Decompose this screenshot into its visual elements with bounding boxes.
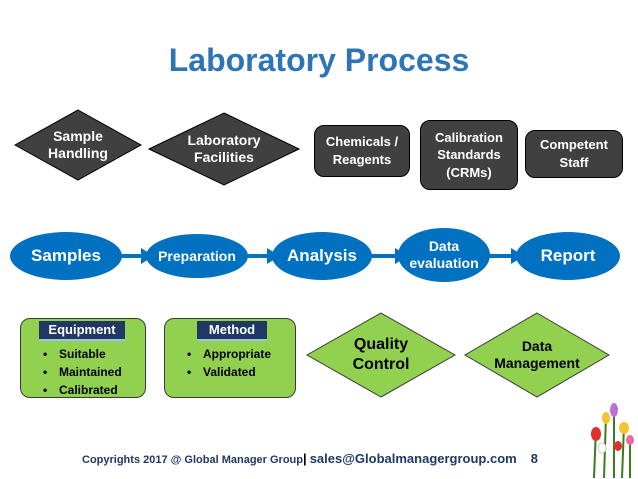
method-heading: Method — [197, 321, 267, 341]
analysis-node: Analysis — [272, 232, 372, 280]
page-number: 8 — [530, 451, 538, 466]
list-item: Suitable — [43, 345, 122, 363]
data-management-diamond: Data Management — [464, 312, 610, 398]
data-evaluation-node: Data evaluation — [398, 228, 490, 282]
arrow-evaluation-to-report — [488, 248, 524, 264]
equipment-box: Equipment Suitable Maintained Calibrated — [20, 318, 146, 399]
samples-node: Samples — [10, 232, 122, 280]
equipment-list: Suitable Maintained Calibrated — [39, 345, 122, 399]
list-item: Validated — [187, 363, 271, 381]
method-box: Method Appropriate Validated — [164, 318, 296, 398]
report-node: Report — [516, 232, 620, 280]
competent-staff-box: Competent Staff — [525, 130, 623, 178]
page-title: Laboratory Process — [168, 42, 470, 78]
method-list: Appropriate Validated — [183, 345, 271, 381]
calibration-standards-box: Calibration Standards (CRMs) — [420, 120, 518, 190]
list-item: Calibrated — [43, 381, 122, 399]
laboratory-facilities-diamond: Laboratory Facilities — [148, 112, 300, 186]
quality-control-label: Quality Control — [352, 336, 410, 373]
footer-email[interactable]: sales@Globalmanagergroup.com — [309, 451, 517, 466]
data-management-label: Data Management — [494, 337, 580, 372]
laboratory-facilities-label: Laboratory Facilities — [187, 131, 261, 166]
equipment-heading: Equipment — [39, 321, 125, 341]
footer: Copyrights 2017 @ Global Manager Group| … — [82, 451, 538, 466]
quality-control-diamond: Quality Control — [306, 312, 456, 398]
sample-handling-label: Sample Handling — [48, 127, 108, 162]
list-item: Maintained — [43, 363, 122, 381]
footer-copyright: Copyrights 2017 @ Global Manager Group — [82, 454, 303, 466]
sample-handling-diamond: Sample Handling — [14, 109, 142, 181]
arrow-analysis-to-evaluation — [368, 248, 408, 264]
chemicals-reagents-box: Chemicals / Reagents — [314, 125, 410, 177]
preparation-node: Preparation — [146, 234, 248, 278]
list-item: Appropriate — [187, 345, 271, 363]
footer-separator: | — [303, 451, 307, 466]
flowers-decoration — [591, 403, 634, 478]
